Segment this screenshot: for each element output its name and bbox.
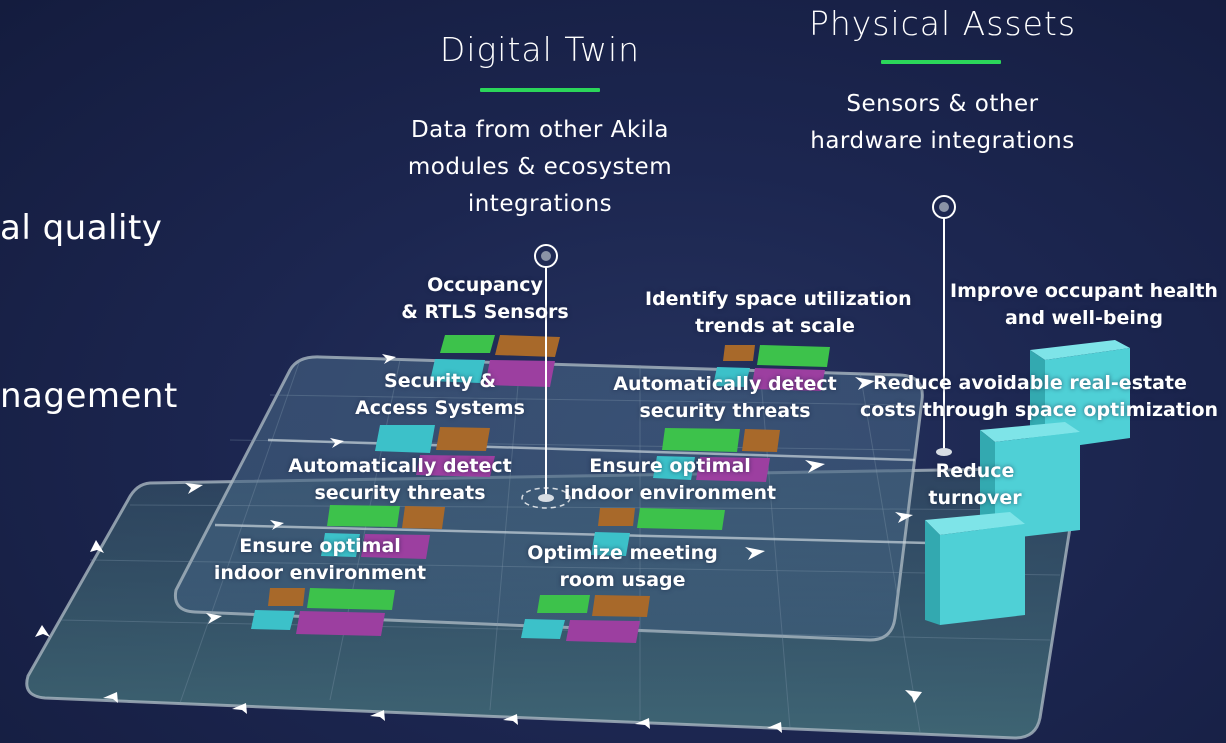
physical-assets-desc-line: Sensors & other xyxy=(846,91,1039,117)
label-line: security threats xyxy=(639,400,811,422)
label-line: Automatically detect xyxy=(613,373,837,395)
label-line: Access Systems xyxy=(355,397,525,419)
platform-label: Ensure optimal indoor environment xyxy=(210,533,430,587)
label-line: Optimize meeting xyxy=(527,542,718,564)
digital-twin-description: Data from other Akila modules & ecosyste… xyxy=(380,112,700,223)
label-line: Identify space utilization xyxy=(645,288,912,310)
platform-label: Ensure optimal indoor environment xyxy=(560,453,780,507)
platform-label: Automatically detect security threats xyxy=(610,371,840,425)
platform-label: Security & Access Systems xyxy=(350,368,530,422)
label-line: Automatically detect xyxy=(288,455,512,477)
platform-label: Occupancy & RTLS Sensors xyxy=(400,272,570,326)
digital-twin-underline xyxy=(480,88,600,92)
platform-label: Optimize meeting room usage xyxy=(525,540,720,594)
left-label-quality: al quality xyxy=(0,208,163,248)
label-line: Occupancy xyxy=(427,274,543,296)
label-line: room usage xyxy=(559,569,686,591)
left-label-management: nagement xyxy=(0,376,178,416)
label-line: trends at scale xyxy=(695,315,855,337)
digital-twin-desc-line: Data from other Akila xyxy=(410,117,670,143)
label-line: Security & xyxy=(384,370,496,392)
label-line: costs through space optimization xyxy=(860,399,1219,421)
label-line: Reduce avoidable real-estate xyxy=(873,372,1187,394)
label-line: indoor environment xyxy=(563,482,777,504)
outcome-label: Reduce turnover xyxy=(920,458,1030,512)
physical-assets-description: Sensors & other hardware integrations xyxy=(780,86,1105,160)
digital-twin-title: Digital Twin xyxy=(439,30,641,69)
digital-twin-desc-line: integrations xyxy=(467,191,613,217)
physical-assets-title: Physical Assets xyxy=(808,4,1077,43)
physical-assets-underline xyxy=(881,60,1001,64)
platform-label: Identify space utilization trends at sca… xyxy=(645,286,912,340)
label-line: Ensure optimal xyxy=(239,535,401,557)
label-line: Reduce xyxy=(935,460,1015,482)
label-line: indoor environment xyxy=(213,562,427,584)
label-line: & RTLS Sensors xyxy=(401,301,569,323)
outcome-label: Reduce avoidable real-estate costs throu… xyxy=(860,370,1219,424)
outcome-cubes xyxy=(925,340,1130,625)
label-line: turnover xyxy=(928,487,1022,509)
digital-twin-pin xyxy=(521,244,571,509)
tile-stacks xyxy=(251,335,830,643)
label-line: security threats xyxy=(314,482,486,504)
outcome-label: Improve occupant health and well-being xyxy=(950,278,1218,332)
label-line: Improve occupant health xyxy=(950,280,1218,302)
grid-lines xyxy=(59,359,1066,733)
physical-assets-desc-line: hardware integrations xyxy=(810,128,1075,154)
label-line: and well-being xyxy=(1004,307,1164,329)
physical-assets-pin xyxy=(932,195,956,456)
label-line: Ensure optimal xyxy=(589,455,751,477)
digital-twin-desc-line: modules & ecosystem xyxy=(407,154,673,180)
flow-arrows xyxy=(35,354,922,733)
platform-label: Automatically detect security threats xyxy=(285,453,515,507)
